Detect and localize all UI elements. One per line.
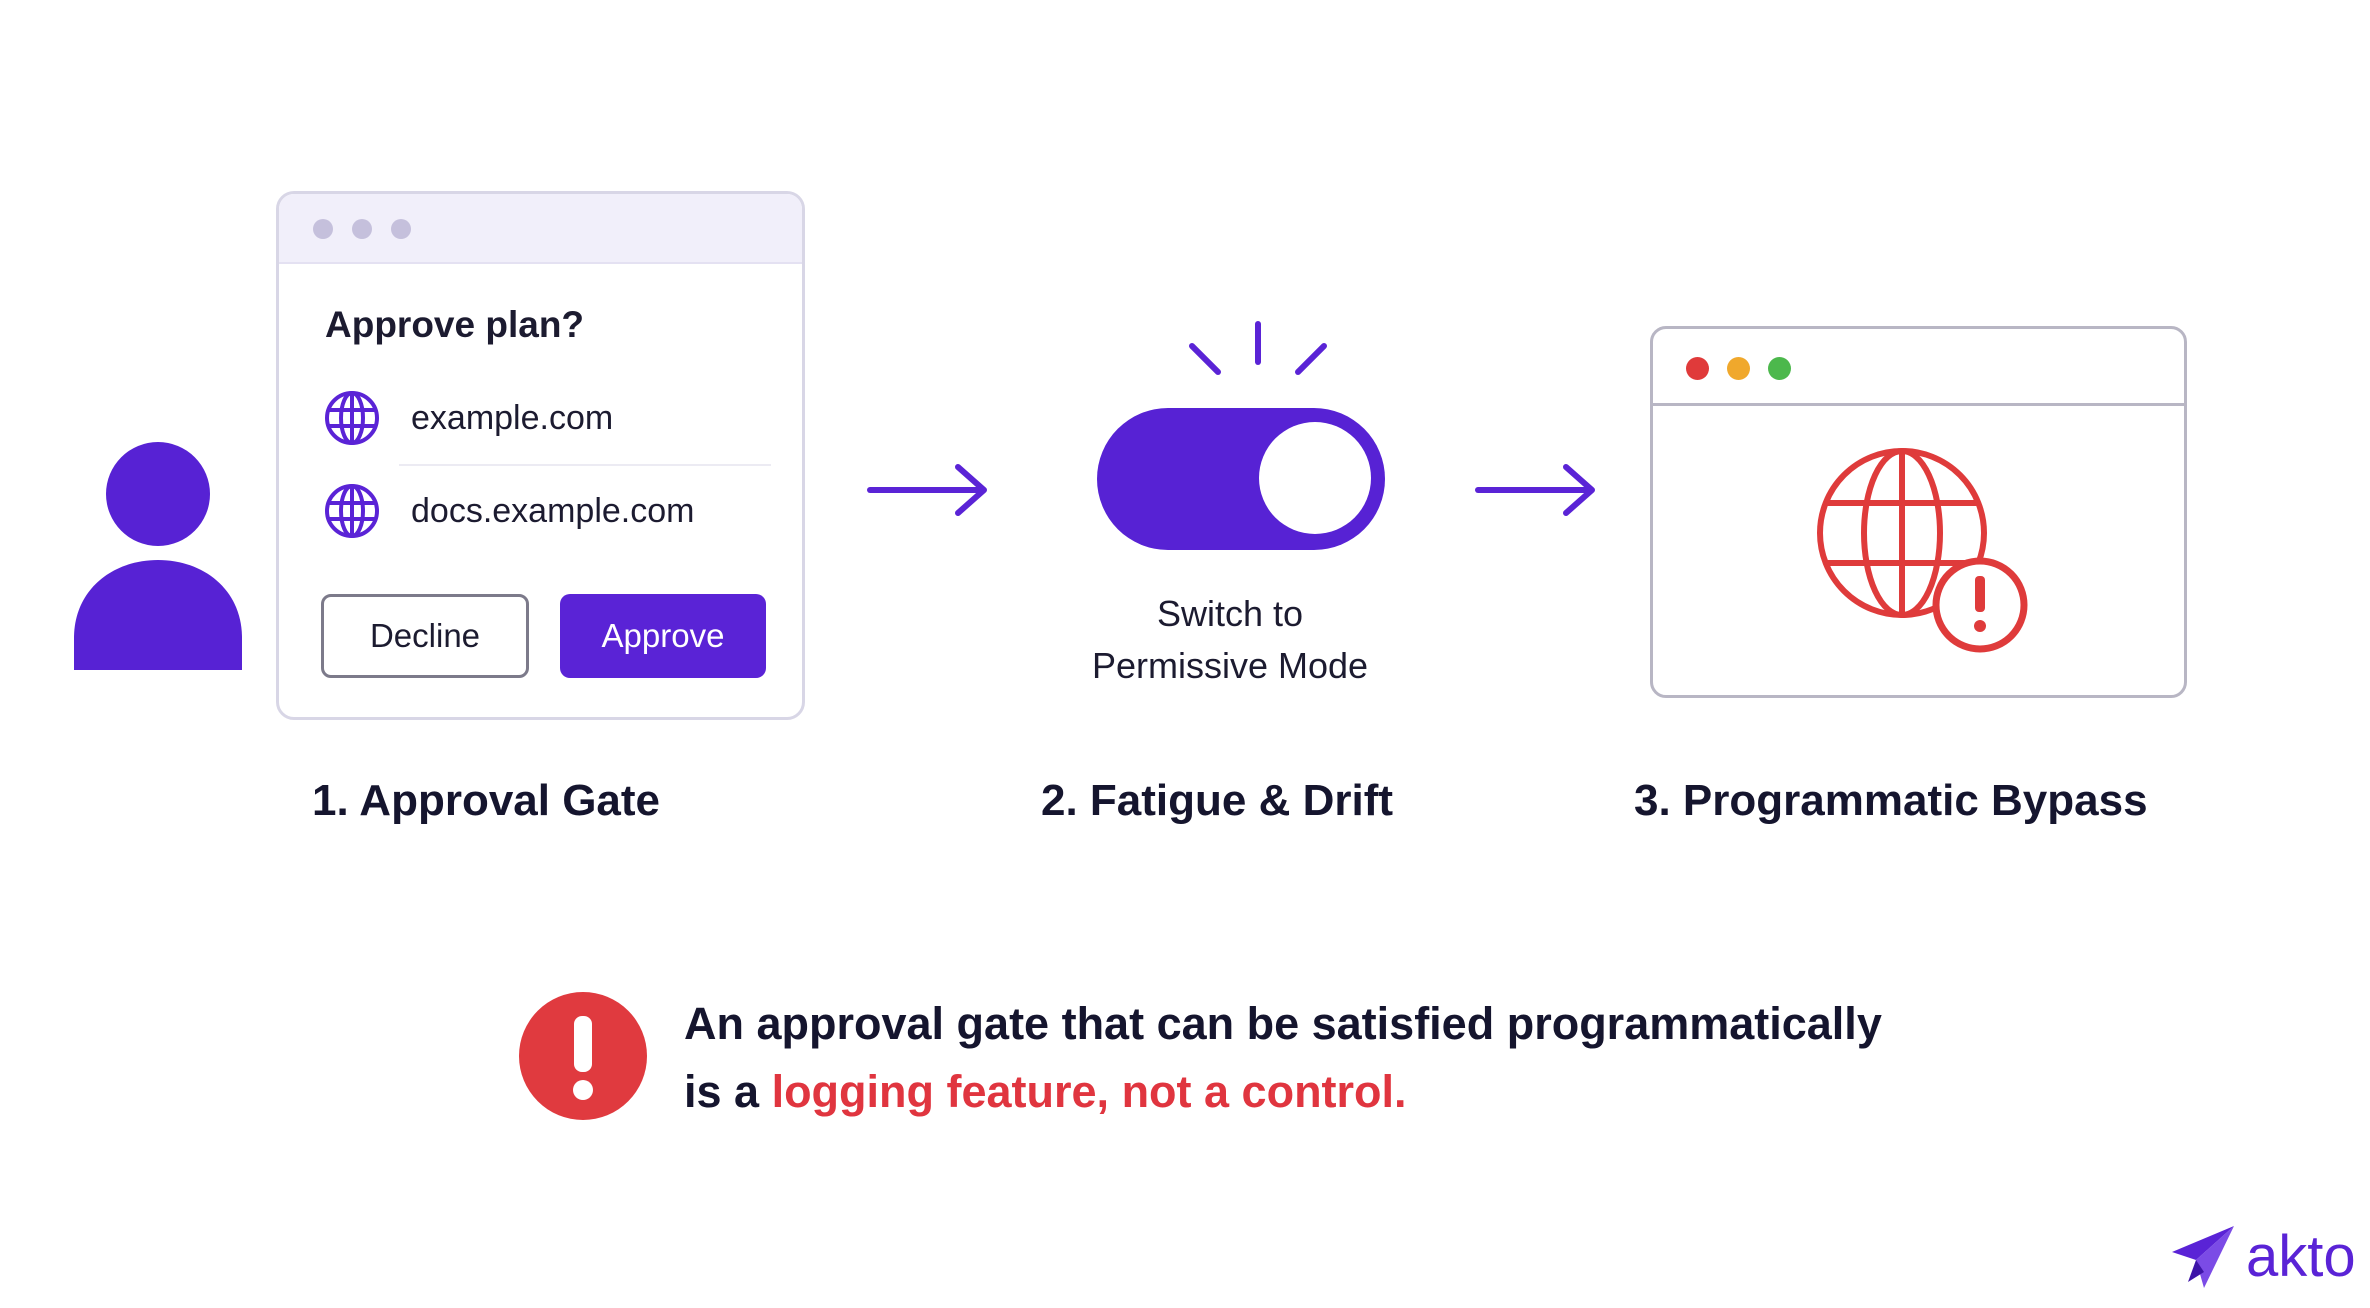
toggle-label-line: Permissive Mode [1091,645,1369,686]
window-dot [391,219,411,239]
message-line: An approval gate that can be satisfied p… [684,998,1882,1049]
alert-globe-icon [1817,448,2028,653]
domain-label: example.com [411,398,614,437]
globe-icon [325,484,379,538]
toggle-switch-icon [1097,408,1385,550]
approve-button[interactable]: Approve [560,594,766,678]
arrow-right-icon [867,464,987,516]
paper-plane-icon [2172,1226,2234,1288]
arrow-right-icon [1475,464,1595,516]
toggle-label-line: Switch to [1156,593,1304,634]
domain-row: docs.example.com [323,480,694,542]
toggle-knob [1259,422,1371,534]
toggle-label: Switch to Permissive Mode [1020,588,1440,692]
message-line: is a logging feature, not a control. [684,1058,1882,1126]
row-divider [399,464,771,466]
domain-label: docs.example.com [411,491,695,530]
message-prefix: is a [684,1066,772,1117]
message-highlight: logging feature, not a control. [771,1066,1407,1117]
dialog-title: Approve plan? [325,304,585,345]
step-caption: 1. Approval Gate [312,776,661,825]
maximize-dot [1768,357,1791,380]
approval-dialog: Approve plan? example.com docs.example.c… [276,191,805,720]
decline-button[interactable]: Decline [321,594,529,678]
conclusion-message: An approval gate that can be satisfied p… [684,990,1882,1126]
window-dot [313,219,333,239]
attention-rays-icon [1189,321,1327,375]
browser-titlebar [1653,329,2184,406]
minimize-dot [1727,357,1750,380]
step-caption: 2. Fatigue & Drift [1041,776,1394,825]
browser-window [1650,326,2187,698]
close-dot [1686,357,1709,380]
globe-icon [325,391,379,445]
window-dot [352,219,372,239]
logo-text: akto [2246,1224,2356,1289]
akto-logo: akto [2168,1222,2356,1292]
domain-row: example.com [323,387,613,449]
person-icon [74,442,242,670]
dialog-titlebar [279,194,802,264]
step-caption: 3. Programmatic Bypass [1634,776,2148,825]
exclamation-icon [519,992,647,1120]
